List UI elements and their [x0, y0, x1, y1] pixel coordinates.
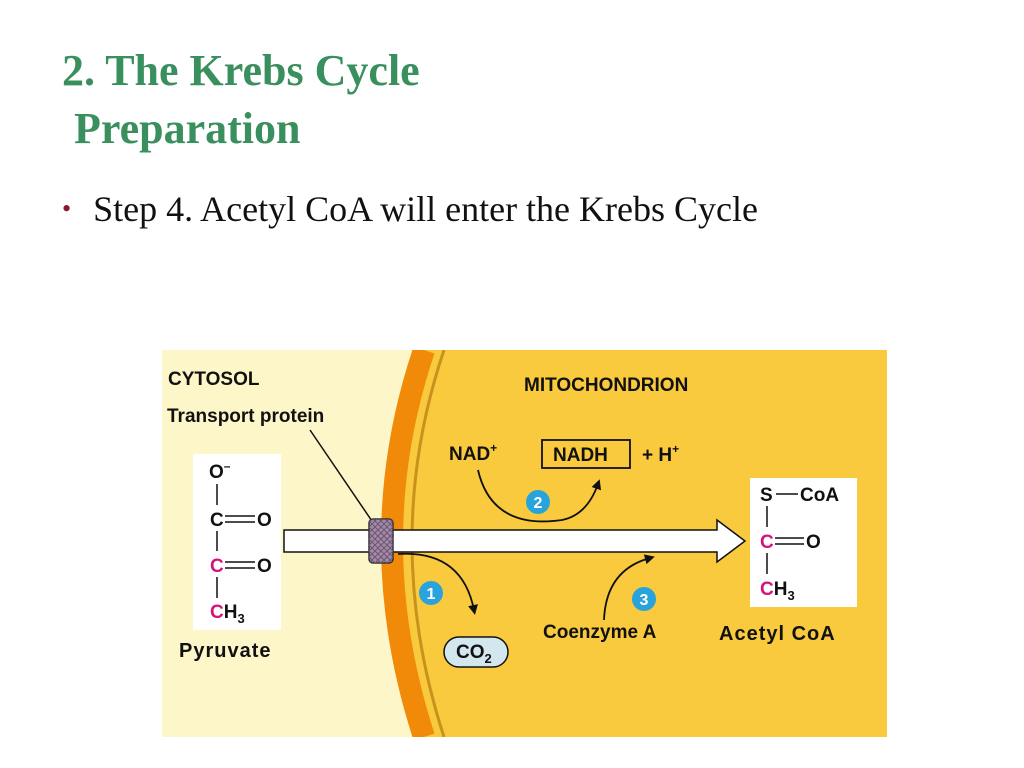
nad-reduction-arrow [477, 469, 602, 523]
transport-protein-pointer [309, 429, 377, 528]
transport-protein-label: Transport protein [167, 406, 324, 427]
bullet-item: • Step 4. Acetyl CoA will enter the Krebs… [62, 188, 758, 230]
mitochondrion-label: MITOCHONDRION [524, 375, 688, 396]
title-line-1: 2. The Krebs Cycle [62, 46, 420, 95]
step-1-number: 1 [427, 586, 436, 603]
transport-protein-hatch [369, 519, 393, 563]
acetyl-o: O [806, 532, 821, 553]
main-flow-arrow [283, 518, 747, 564]
pyruvate-o1: O [257, 510, 272, 531]
pyruvate-c1: C [210, 510, 224, 531]
pyruvate-to-acetyl-coa-diagram: CYTOSOL MITOCHONDRION Transport protein … [162, 350, 887, 737]
bullet-icon: • [62, 194, 72, 223]
nadh-box [541, 439, 631, 469]
coenzyme-a-label: Coenzyme A [543, 622, 657, 643]
acetyl-ch3: CH3 [760, 579, 795, 603]
pyruvate-c2: C [210, 556, 224, 577]
title-line-2: Preparation [74, 104, 301, 153]
pyruvate-structure-box [193, 454, 281, 630]
co2-release-arrow [397, 552, 478, 615]
cytosol-label: CYTOSOL [168, 369, 260, 390]
acetyl-c: C [760, 532, 774, 553]
acetyl-coa-structure-box [750, 478, 857, 607]
step-1-marker [419, 581, 443, 605]
bullet-text: Step 4. Acetyl CoA will enter the Krebs … [93, 189, 758, 229]
nadh-label: NADH [553, 445, 608, 466]
slide-title: 2. The Krebs Cycle Preparation [62, 42, 420, 158]
coenzyme-a-arrow [603, 554, 655, 621]
acetyl-coa-group: CoA [800, 485, 839, 506]
pyruvate-ch3: CH3 [210, 602, 245, 626]
acetyl-s: S [760, 485, 773, 506]
step-2-marker [526, 490, 550, 514]
nad-plus-label: NAD+ [449, 441, 497, 465]
h-plus-label: + H+ [642, 442, 679, 466]
step-3-marker [632, 587, 656, 611]
co2-label: CO2 [456, 642, 492, 666]
step-2-number: 2 [534, 495, 543, 512]
step-3-number: 3 [640, 592, 649, 609]
pyruvate-o2: O [257, 556, 272, 577]
pyruvate-label: Pyruvate [179, 640, 272, 662]
pyruvate-o-minus: O– [209, 459, 231, 483]
acetyl-coa-label: Acetyl CoA [719, 623, 836, 645]
co2-bubble [443, 636, 509, 668]
